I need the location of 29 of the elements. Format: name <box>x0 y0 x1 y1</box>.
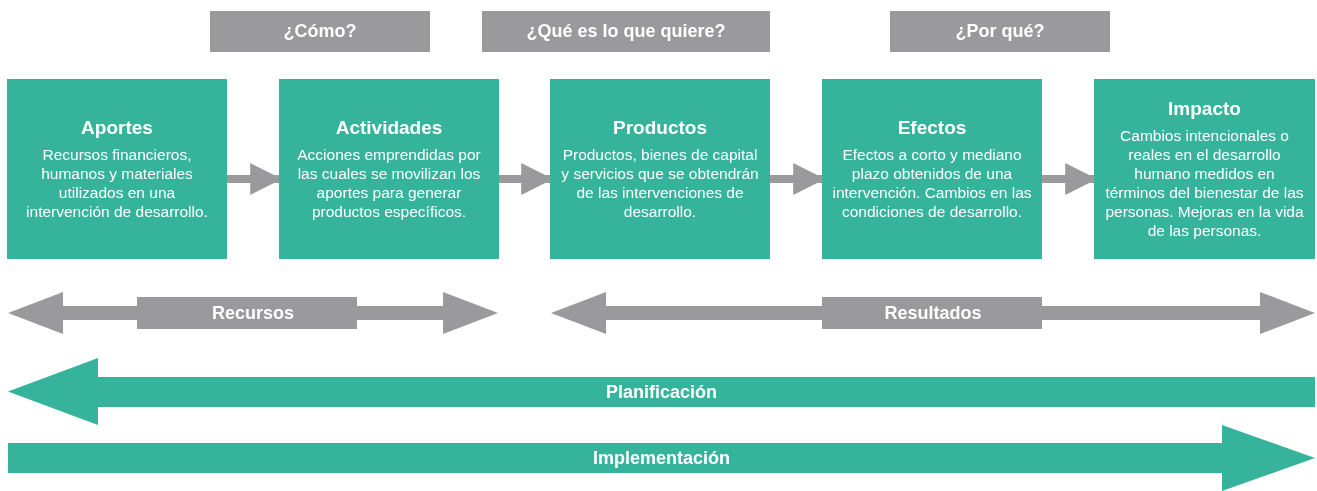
box-description: Acciones emprendidas por las cuales se movilizan los aportes para generar productos específicos. <box>296 145 482 221</box>
process-box <box>550 79 770 259</box>
box-heading: Actividades <box>335 117 443 139</box>
question-bar <box>482 11 770 52</box>
box-heading: Productos <box>613 117 707 139</box>
box-description: Cambios intencionales o reales en el desarrollo humano medidos en términos del bienestar de las personas. Mejoras en la vida de las personas. <box>1104 126 1305 240</box>
process-box <box>1094 79 1315 259</box>
range-banner <box>551 292 1315 334</box>
box-heading: Impacto <box>1168 98 1241 120</box>
range-banner <box>8 292 498 334</box>
phase-banner <box>8 425 1315 491</box>
band-label: Implementación <box>593 447 730 469</box>
band-label: Recursos <box>212 302 294 324</box>
question-label: ¿Qué es lo que quiere? <box>526 21 726 42</box>
process-box <box>279 79 499 259</box>
question-label: ¿Por qué? <box>955 21 1045 42</box>
phase-banner <box>8 358 1315 425</box>
band-label: Resultados <box>884 302 982 324</box>
box-heading: Efectos <box>897 117 967 139</box>
question-bar <box>890 11 1110 52</box>
question-label: ¿Cómo? <box>283 21 357 42</box>
box-heading: Aportes <box>81 117 153 139</box>
box-description: Efectos a corto y mediano plazo obtenidos de una intervención. Cambios en las condiciones de desarrollo. <box>832 145 1032 221</box>
question-bar <box>210 11 430 52</box>
box-description: Productos, bienes de capital y servicios que se obtendrán de las intervenciones de desarrollo. <box>560 145 760 221</box>
process-box <box>7 79 227 259</box>
box-description: Recursos financieros, humanos y materiales utilizados en una intervención de desarrollo. <box>25 145 209 221</box>
band-label: Planificación <box>606 381 717 402</box>
process-box <box>822 79 1042 259</box>
